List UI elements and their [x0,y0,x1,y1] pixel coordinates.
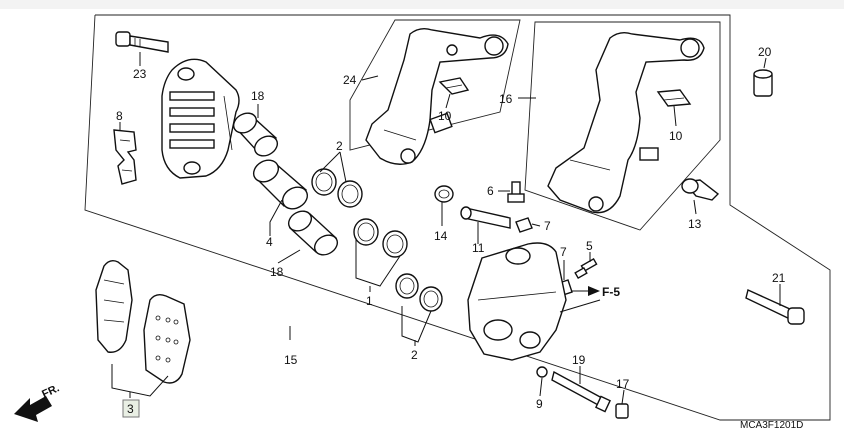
callout-18-lower: 18 [270,265,284,279]
callout-16: 16 [499,92,513,106]
top-edge-strip [0,0,844,9]
reference-f5: F-5 [572,285,620,299]
callout-7-upper: 7 [544,219,551,233]
callout-5: 5 [586,239,593,253]
banjo-bolt-13 [681,178,720,201]
front-label: FR. [40,382,61,400]
callout-3-box: 3 [122,399,140,418]
mount-bolt-21 [745,289,805,325]
callout-3: 3 [127,402,134,416]
callout-19: 19 [572,353,586,367]
callout-23: 23 [133,67,147,81]
caliper-mount-bolt-23 [115,31,169,53]
collar-20 [753,69,773,97]
plug-14 [434,185,454,203]
brake-pad-front [143,293,191,384]
callout-14: 14 [434,229,448,243]
caliper-bracket-16 [547,31,705,214]
callout-8: 8 [116,109,123,123]
cap-7a [515,217,533,233]
callout-21: 21 [772,271,786,285]
front-arrow-icon [14,396,52,422]
bleeder-valve-6 [507,181,525,203]
brake-pad-rear [95,259,133,353]
piston-seal-set-2-lower [395,273,443,312]
callout-11: 11 [472,241,485,255]
piston-seal-set-2-upper [311,168,363,208]
piston-18-lower [287,210,339,256]
washer-9 [536,366,548,378]
callout-15: 15 [284,353,298,367]
inner-caliper-body [467,242,567,361]
callout-1: 1 [366,294,373,308]
reference-arrow-icon [588,286,600,296]
leader-lines [111,52,781,405]
caliper-assembly-frame [84,14,831,421]
pin-bolt-19 [551,370,611,413]
front-direction-indicator: FR. [14,382,61,422]
callout-10-left: 10 [438,109,452,123]
callout-4: 4 [266,235,273,249]
piston-18-upper [232,112,279,157]
bleeder-screw-5 [574,257,598,280]
callout-17: 17 [616,377,630,391]
callout-6: 6 [487,184,494,198]
callout-2-upper: 2 [336,139,343,153]
caliper-bracket-24 [365,27,509,165]
piston-seal-set-1 [353,218,408,258]
callout-18-upper: 18 [251,89,265,103]
callout-labels: 23 8 18 2 4 18 1 2 15 24 10 16 10 20 6 1… [116,45,786,411]
pin-plug-17 [615,403,629,419]
diagram-code: MCA3F1201D [740,420,803,431]
pad-spring-clip-8 [113,129,137,185]
bracket-16-frame [524,21,721,231]
reference-label: F-5 [602,285,620,299]
callout-24: 24 [343,73,357,87]
callout-9: 9 [536,397,543,411]
pad-retainer-clip-10b [656,89,692,107]
callout-20: 20 [758,45,772,59]
outer-caliper-body [161,58,240,179]
pad-pin-11 [460,206,511,229]
callout-7-lower: 7 [560,245,567,259]
callout-10-right: 10 [669,129,683,143]
pad-retainer-clip-10a [438,77,470,95]
piston-4 [252,159,309,210]
callout-2-lower: 2 [411,348,418,362]
callout-13: 13 [688,217,702,231]
